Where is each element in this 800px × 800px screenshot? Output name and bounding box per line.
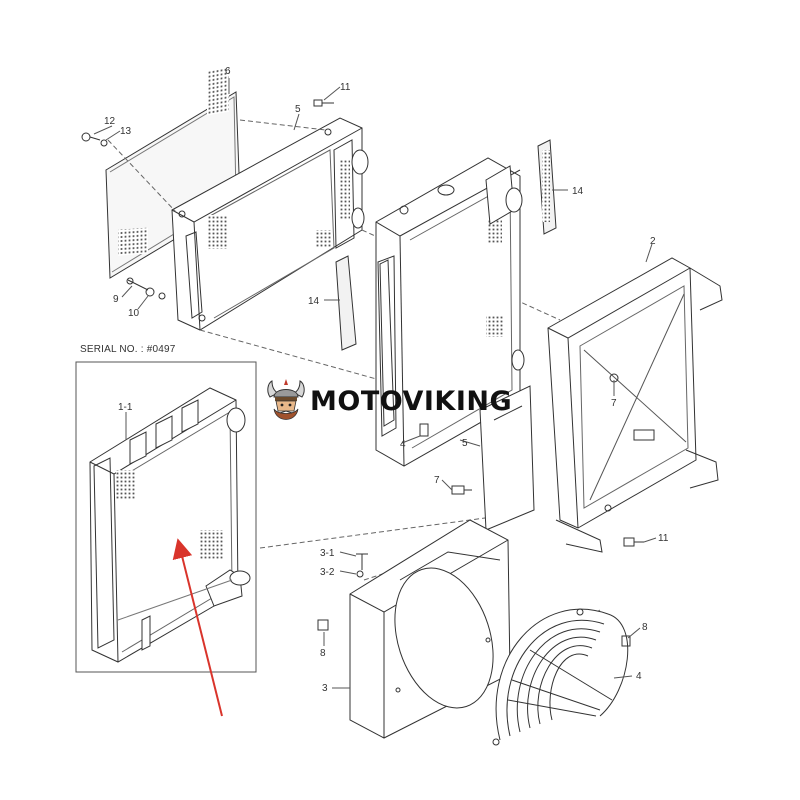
- serial-number-note: SERIAL NO. : #0497: [80, 344, 176, 355]
- seal-strip-mid: [379, 259, 395, 427]
- callout-3-1: 3-1: [320, 548, 335, 559]
- callout-14-left: 14: [308, 296, 320, 307]
- serial-inset-box: [75, 361, 257, 673]
- callout-labels: 6 5 11 12 13 9 10 14 14 2 1-1 7 5 4 7 11…: [104, 66, 669, 694]
- bolt-9: [126, 277, 149, 291]
- callout-1-1: 1-1: [118, 402, 133, 413]
- bolt-4-a: [419, 423, 429, 437]
- viking-head-icon: [267, 379, 305, 420]
- callout-10: 10: [128, 308, 140, 319]
- bolt-11-top: [313, 99, 334, 107]
- bolt-3-1: [356, 553, 368, 570]
- screen-panel-part-6: [105, 67, 241, 279]
- callout-9: 9: [113, 294, 119, 305]
- callout-8-right: 8: [642, 622, 648, 633]
- bolt-7-b: [451, 485, 472, 495]
- bolt-12: [81, 132, 101, 142]
- callout-3: 3: [322, 683, 328, 694]
- red-pointer-arrow: [172, 538, 223, 717]
- radiator-core-1-1: [89, 387, 251, 663]
- brand-name: MOTOVIKING: [310, 385, 513, 417]
- callout-11-top: 11: [340, 82, 351, 93]
- washer-10: [145, 287, 166, 300]
- callout-8-left: 8: [320, 648, 326, 659]
- callout-3-2: 3-2: [320, 567, 335, 578]
- support-frame-part-2: [547, 257, 723, 553]
- fan-shroud-part-3: [349, 519, 511, 739]
- callout-leaders: [93, 78, 657, 689]
- callout-5-lower: 5: [462, 438, 468, 449]
- washer-3-2: [356, 570, 364, 578]
- callout-7-right: 7: [611, 398, 617, 409]
- shroud-part-5-lower: [479, 385, 535, 531]
- callout-4-lower: 4: [636, 671, 642, 682]
- callout-14-right: 14: [572, 186, 584, 197]
- radiator-core: [375, 157, 525, 467]
- washer-13: [100, 139, 108, 147]
- bolt-11-bottom: [623, 537, 644, 547]
- callout-6: 6: [225, 66, 231, 77]
- callout-12: 12: [104, 116, 116, 127]
- callout-5-top: 5: [295, 104, 301, 115]
- seal-strip-part-14-left: [335, 255, 357, 351]
- callout-13: 13: [120, 126, 132, 137]
- bolt-8-b: [621, 635, 631, 647]
- callout-11-bottom: 11: [658, 533, 669, 544]
- bolt-8-a: [317, 619, 329, 631]
- brand-watermark: MOTOVIKING: [264, 375, 526, 427]
- fan-guard-part-4: [492, 608, 629, 746]
- callout-2: 2: [650, 236, 656, 247]
- callout-7-left: 7: [434, 475, 440, 486]
- callout-4-upper: 4: [400, 439, 406, 450]
- seal-strip-part-14-right: [537, 139, 557, 235]
